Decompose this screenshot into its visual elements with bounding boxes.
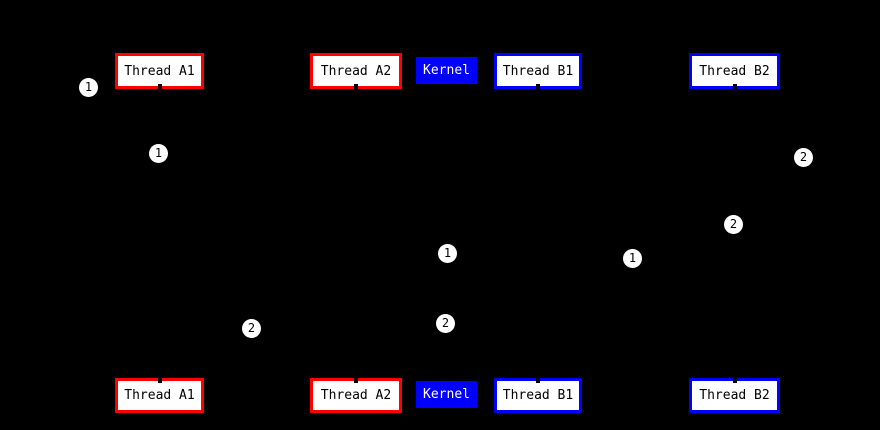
step-marker: 1 — [149, 144, 168, 163]
step-marker: 1 — [79, 78, 98, 97]
lifeline-stub — [354, 378, 358, 383]
step-marker: 2 — [242, 319, 261, 338]
step-marker: 1 — [438, 244, 457, 263]
lifeline-stub — [157, 378, 162, 383]
participant-label: Kernel — [423, 387, 470, 402]
participant-label: Thread B1 — [502, 63, 574, 79]
participant-head-kernel: Kernel — [416, 57, 477, 84]
participant-label: Thread A1 — [124, 388, 195, 403]
participant-label: Thread B2 — [699, 63, 770, 79]
participant-foot-thread-b2: Thread B2 — [689, 378, 780, 413]
participant-label: Kernel — [423, 63, 470, 78]
lifeline-stub — [536, 84, 540, 89]
lifeline-stub — [354, 84, 358, 89]
step-marker: 2 — [794, 148, 813, 167]
lifeline-stub — [157, 84, 162, 89]
participant-foot-thread-a2: Thread A2 — [310, 378, 402, 413]
participant-label: Thread A1 — [124, 63, 195, 79]
lifeline-stub — [732, 84, 737, 89]
participant-head-thread-b1: Thread B1 — [494, 53, 582, 89]
participant-head-thread-a1: Thread A1 — [115, 53, 204, 89]
step-marker: 1 — [623, 249, 642, 268]
participant-foot-thread-b1: Thread B1 — [494, 378, 582, 413]
lifeline-stub — [732, 378, 737, 383]
step-marker: 2 — [724, 215, 743, 234]
participant-foot-kernel: Kernel — [416, 381, 477, 408]
lifeline-stub — [536, 378, 540, 383]
participant-label: Thread B1 — [502, 388, 574, 403]
participant-foot-thread-a1: Thread A1 — [115, 378, 204, 413]
step-marker: 2 — [436, 314, 455, 333]
participant-label: Thread B2 — [699, 388, 770, 403]
participant-label: Thread A2 — [320, 63, 392, 79]
participant-head-thread-b2: Thread B2 — [689, 53, 780, 89]
participant-head-thread-a2: Thread A2 — [310, 53, 402, 89]
participant-label: Thread A2 — [320, 388, 392, 403]
